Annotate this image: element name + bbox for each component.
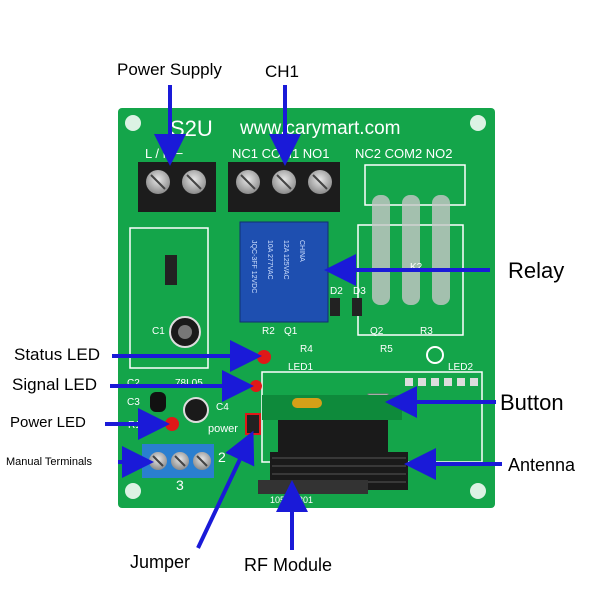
mount-hole-br <box>470 483 486 499</box>
mount-hole-bl <box>125 483 141 499</box>
silk-left-zone <box>129 227 209 369</box>
comp-r5: R5 <box>380 344 393 355</box>
status-led <box>257 350 271 364</box>
header-pins <box>405 378 478 386</box>
comp-k2: K2 <box>410 262 423 273</box>
arrow-jumper <box>196 430 255 549</box>
label-antenna: Antenna <box>508 455 576 475</box>
board-model: S2U <box>170 116 213 141</box>
comp-reg: 78L05 <box>175 378 203 389</box>
signal-led <box>250 380 262 392</box>
regulator <box>150 392 166 412</box>
svg-text:12A 125VAC: 12A 125VAC <box>282 240 289 280</box>
comp-led2: LED2 <box>448 362 473 373</box>
comp-d2: D2 <box>330 286 343 297</box>
rf-module-board <box>262 395 402 420</box>
ch1-terminal-block <box>228 162 340 212</box>
label-relay: Relay <box>508 258 565 283</box>
power-led <box>165 417 179 431</box>
jumper <box>245 413 261 435</box>
label-power-supply: Power Supply <box>117 60 222 79</box>
mount-hole-tr <box>470 115 486 131</box>
comp-c1: C1 <box>152 326 165 337</box>
terminal-power-label: L / N/− <box>145 146 183 161</box>
relay: JQC-3FF 12VDC 10A 277VAC 12A 125VAC CHIN… <box>239 221 329 323</box>
comp-d3: D3 <box>353 286 366 297</box>
label-status-led: Status LED <box>14 345 100 364</box>
capacitor-yellow <box>292 398 322 408</box>
diode-d3 <box>352 298 362 316</box>
label-signal-led: Signal LED <box>12 375 98 394</box>
rf-module-connector <box>258 480 368 494</box>
svg-text:10A 277VAC: 10A 277VAC <box>266 240 273 280</box>
label-rf-module: RF Module <box>244 555 333 575</box>
label-power-led: Power LED <box>10 414 86 431</box>
diode <box>165 255 177 285</box>
label-manual-terminals: Manual Terminals <box>6 456 93 468</box>
diode-d2 <box>330 298 340 316</box>
mount-hole-tl <box>125 115 141 131</box>
comp-q2: Q2 <box>370 326 384 337</box>
manual-terminal-block <box>142 444 214 478</box>
label-jumper: Jumper <box>130 552 191 572</box>
comp-r4: R4 <box>300 344 313 355</box>
board-website: www.carymart.com <box>239 118 400 139</box>
power-terminal-block <box>138 162 216 212</box>
comp-c3: C3 <box>127 397 140 408</box>
svg-text:CHINA: CHINA <box>298 240 305 262</box>
manual-pin-2: 2 <box>218 449 226 465</box>
manual-pin-3: 3 <box>176 477 184 493</box>
label-ch1: CH1 <box>265 62 300 81</box>
comp-c2: C2 <box>127 378 140 389</box>
terminal-ch1-label: NC1 COM1 NO1 <box>232 146 330 161</box>
comp-power: power <box>208 423 238 435</box>
comp-r3: R3 <box>420 326 433 337</box>
capacitor-c4 <box>183 397 209 423</box>
capacitor-c1-top <box>178 325 192 339</box>
terminal-ch2-label: NC2 COM2 NO2 <box>355 146 453 161</box>
comp-c4: C4 <box>216 402 229 413</box>
comp-q1: Q1 <box>284 326 298 337</box>
comp-led1: LED1 <box>288 362 313 373</box>
label-button: Button <box>500 390 564 415</box>
ch2-relay-pads: K2 <box>372 195 450 305</box>
comp-r2: R2 <box>262 326 275 337</box>
led2-pad <box>426 346 444 364</box>
svg-text:JQC-3FF 12VDC: JQC-3FF 12VDC <box>250 240 257 293</box>
